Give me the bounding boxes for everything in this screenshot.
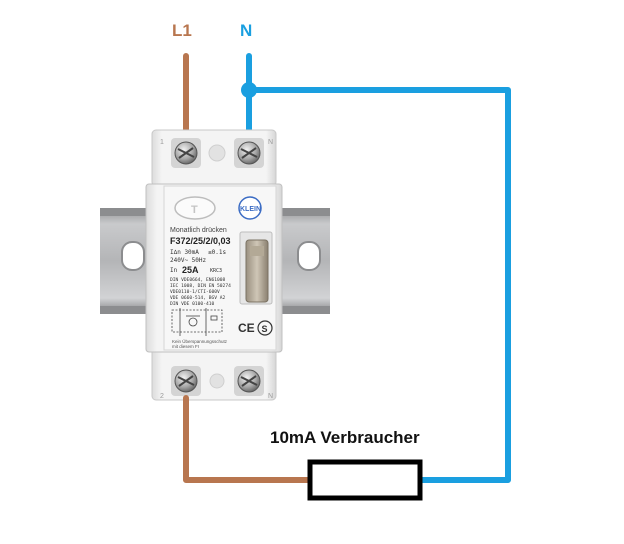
spec-time: ≤0.1s: [208, 249, 226, 256]
test-hole-bottom: [209, 373, 225, 389]
s-mark-text: S: [262, 324, 268, 334]
bottom-note-1: Kein Überspannungsschutz: [172, 338, 228, 344]
terminal-screw-top-left: [171, 138, 201, 168]
bottom-note-2: mit diesem FI: [172, 344, 199, 349]
terminal-screw-bottom-right: [234, 366, 264, 396]
l1-wire-bottom: [183, 395, 313, 483]
brand-logo: KLEIN: [238, 196, 262, 220]
norm-line: DIN VDE0664, EN61008: [170, 277, 226, 283]
test-hole-top: [208, 144, 226, 162]
load-resistor: [307, 459, 423, 501]
spec-code: KRC3: [210, 268, 222, 274]
spec-current: 25A: [182, 265, 199, 275]
test-note: Monatlich drücken: [170, 227, 227, 234]
ce-mark: CE: [238, 321, 255, 335]
terminal-screw-top-right: [234, 138, 264, 168]
spec-line-1: I∆n 30mA: [170, 249, 199, 256]
s-mark: S: [257, 320, 273, 336]
norm-line: VDE0110-1/CTI-600V: [170, 289, 220, 295]
model-number: F372/25/2/0,03: [170, 236, 231, 246]
rcd-device: 1 N 2 N T KLEIN Monatlich drücken: [145, 129, 283, 401]
n-wire-loop: [249, 87, 511, 483]
terminal-label-bottom-left: 2: [160, 393, 164, 400]
norm-line: IEC 1008, DIN EN 50274: [170, 283, 231, 289]
spec-current-label: In: [170, 267, 178, 274]
terminal-label-bottom-right: N: [268, 393, 273, 400]
test-button[interactable]: T: [174, 196, 216, 220]
norm-line: VDE 0660-514, BGV A2: [170, 295, 226, 301]
brand-logo-text: KLEIN: [240, 206, 261, 213]
toggle-switch[interactable]: [239, 231, 273, 305]
spec-voltage: 240V~ 50Hz: [170, 257, 207, 264]
l1-label: L1: [172, 21, 192, 40]
test-button-label: T: [191, 204, 198, 216]
terminal-label-top-left: 1: [160, 139, 164, 146]
terminal-screw-bottom-left: [171, 366, 201, 396]
norm-line: DIN VDE 0100-410: [170, 301, 214, 307]
norm-lines: DIN VDE0664, EN61008 IEC 1008, DIN EN 50…: [170, 277, 231, 307]
terminal-label-top-right: N: [268, 139, 273, 146]
circuit-schematic: [171, 308, 223, 336]
n-label: N: [240, 21, 252, 40]
load-label: 10mA Verbraucher: [270, 428, 420, 447]
